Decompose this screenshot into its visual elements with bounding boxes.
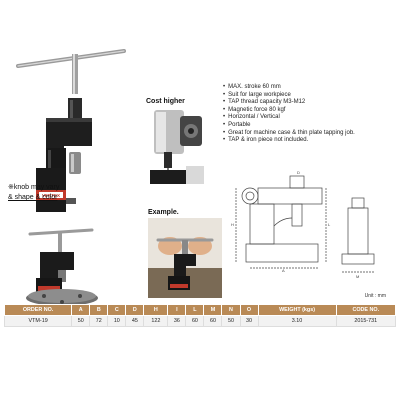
col-d: D xyxy=(125,304,145,316)
knob-note: ※knob may vary & shape & color xyxy=(8,183,59,203)
col-order-no: ORDER NO. xyxy=(3,304,73,316)
cost-higher-label: Cost higher xyxy=(146,98,185,105)
feature-item: TAP & iron piece not included. xyxy=(223,137,355,145)
feature-item: Portable xyxy=(223,122,355,130)
cell-a: 50 xyxy=(71,315,91,327)
svg-text:L: L xyxy=(328,222,331,227)
cell-o: 30 xyxy=(239,315,259,327)
col-o: O xyxy=(239,304,259,316)
feature-item: TAP thread capacity M3-M12 xyxy=(223,99,355,107)
knob-note-line-2: & shape & color xyxy=(8,194,58,201)
col-m: M xyxy=(203,304,223,316)
cell-order-no: VTM-19 xyxy=(3,315,73,327)
col-i: I xyxy=(167,304,187,316)
feature-item: Great for machine case & thin plate tapp… xyxy=(223,130,355,138)
svg-text:M: M xyxy=(356,274,359,279)
cell-h: 122 xyxy=(143,315,169,327)
cell-weight: 3.10 xyxy=(257,315,337,327)
example-label: Example. xyxy=(148,209,179,216)
col-n: N xyxy=(221,304,241,316)
cell-n: 50 xyxy=(221,315,241,327)
application-photo xyxy=(26,228,98,306)
feature-item: MAX. stroke 60 mm xyxy=(223,84,355,92)
col-weight: WEIGHT (kgs) xyxy=(257,304,337,316)
cell-c: 10 xyxy=(107,315,127,327)
cell-l: 60 xyxy=(185,315,205,327)
feature-item: Suit for large workpiece xyxy=(223,92,355,100)
feature-list: MAX. stroke 60 mm Suit for large workpie… xyxy=(223,84,355,145)
col-h: H xyxy=(143,304,169,316)
cell-d: 45 xyxy=(125,315,145,327)
technical-drawing: A H L M D xyxy=(231,170,375,279)
col-a: A xyxy=(71,304,91,316)
cell-b: 72 xyxy=(89,315,109,327)
unit-note: Unit : mm xyxy=(364,293,386,299)
brand-logo: VERTEX xyxy=(42,193,60,198)
cell-i: 36 xyxy=(167,315,187,327)
spec-table-header-row: ORDER NO. A B C D H I L M N O WEIGHT (kg… xyxy=(3,304,397,316)
magnet-switch xyxy=(66,198,76,204)
spec-table: ORDER NO. A B C D H I L M N O WEIGHT (kg… xyxy=(3,304,397,327)
svg-text:H: H xyxy=(231,222,234,227)
svg-text:A: A xyxy=(282,268,285,273)
col-c: C xyxy=(107,304,127,316)
main-product-photo: VERTEX xyxy=(16,49,126,212)
knob-note-line-1: ※knob may vary xyxy=(8,184,60,191)
example-photo xyxy=(148,218,222,298)
cell-m: 60 xyxy=(203,315,223,327)
col-b: B xyxy=(89,304,109,316)
svg-text:D: D xyxy=(297,170,300,175)
chuck xyxy=(69,152,81,174)
feature-item: Magnetic force 80 kgf xyxy=(223,107,355,115)
col-l: L xyxy=(185,304,205,316)
cell-code-no: 2015-731 xyxy=(335,315,397,327)
magnetic-drill-photo xyxy=(150,110,204,184)
feature-item: Horizontal / Vertical xyxy=(223,114,355,122)
table-row: VTM-19 50 72 10 45 122 36 60 60 50 30 3.… xyxy=(3,315,397,327)
col-code-no: CODE NO. xyxy=(335,304,397,316)
